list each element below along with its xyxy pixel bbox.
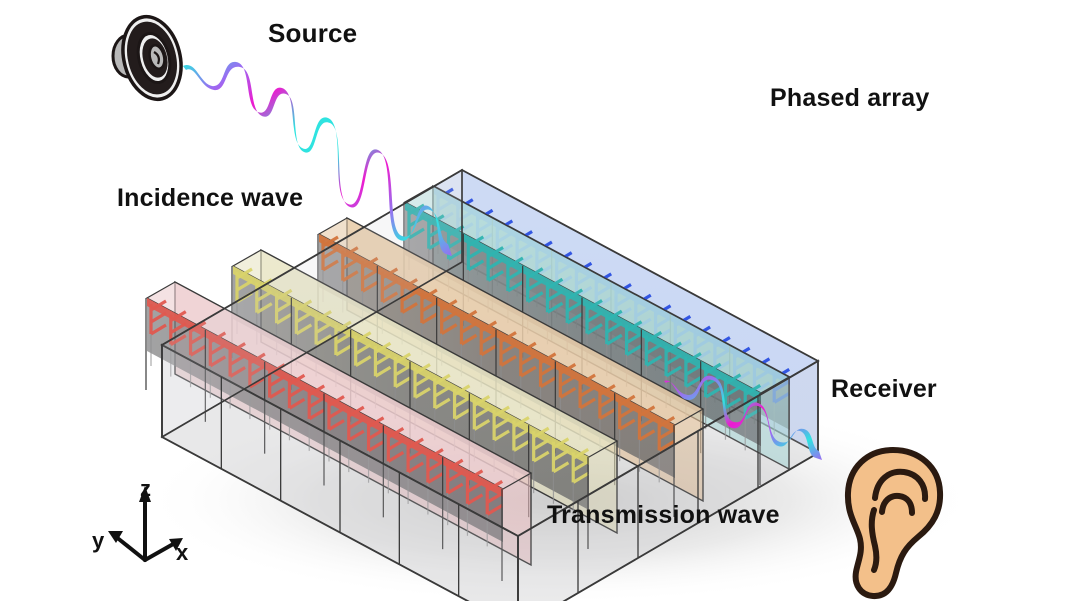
transmission-wave-label: Transmission wave [547, 501, 780, 529]
incidence-wave-label: Incidence wave [117, 184, 304, 212]
ear-icon [844, 447, 944, 600]
channel-cyan [403, 184, 791, 485]
phased-array-label: Phased array [770, 84, 930, 112]
speaker-icon [111, 14, 183, 102]
axis-label-z: z [140, 476, 151, 501]
axis-triad-icon [108, 486, 183, 562]
channel-orange [317, 216, 705, 517]
source-label: Source [268, 18, 358, 48]
axis-label-x: x [176, 540, 189, 565]
channel-yellow [231, 248, 619, 549]
receiver-label: Receiver [831, 375, 937, 403]
axis-label-y: y [92, 528, 105, 553]
